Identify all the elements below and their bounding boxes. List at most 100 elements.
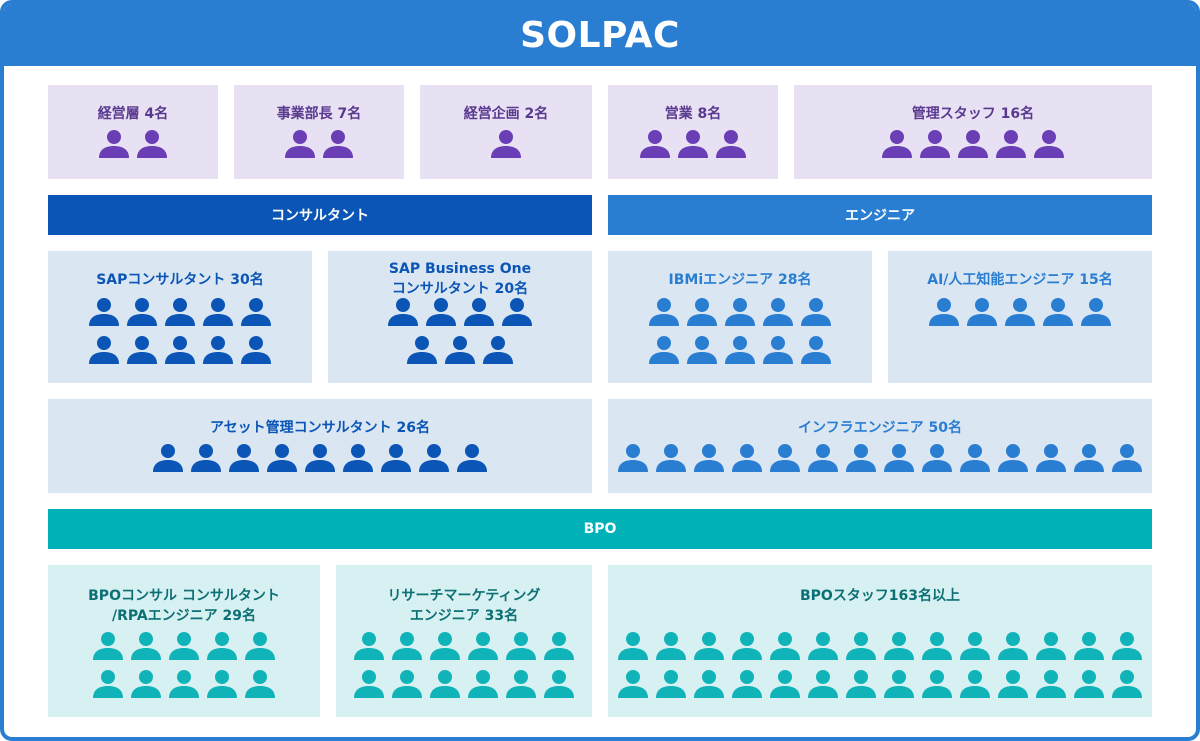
person-icon (636, 127, 674, 165)
person-icon (388, 629, 426, 667)
consultant-section-bar: コンサルタント (48, 195, 592, 235)
person-icon (187, 441, 225, 479)
bpo-box-consultant-rpa: BPOコンサル コンサルタント /RPAエンジニア 29名 (48, 565, 320, 717)
person-icon (652, 667, 690, 705)
person-icon (388, 667, 426, 705)
person-icon (384, 295, 422, 333)
person-icon (766, 667, 804, 705)
person-icon-row (95, 127, 171, 165)
person-icon (766, 441, 804, 479)
engineer-box-ai: AI/人工知能エンジニア 15名 (888, 251, 1152, 383)
person-icon (339, 441, 377, 479)
person-icon (963, 295, 1001, 333)
person-icon-row (350, 667, 578, 705)
person-icon-row (149, 441, 491, 479)
bpo-section-bar: BPO (48, 509, 1152, 549)
person-icon (956, 629, 994, 667)
box-label: SAPコンサルタント 30名 (96, 272, 264, 288)
person-icon (721, 333, 759, 371)
person-icon (464, 667, 502, 705)
person-icon (199, 333, 237, 371)
person-icon (683, 295, 721, 333)
person-icon (683, 333, 721, 371)
person-icon (479, 333, 517, 371)
person-icon (161, 295, 199, 333)
person-icon (350, 629, 388, 667)
person-icon-row (384, 295, 536, 333)
person-icon (540, 667, 578, 705)
person-icon-row (403, 333, 517, 371)
person-icon (728, 629, 766, 667)
box-label: BPOコンサル コンサルタント /RPAエンジニア 29名 (88, 588, 280, 624)
person-icon (85, 295, 123, 333)
box-label: アセット管理コンサルタント 26名 (209, 420, 431, 436)
person-icon (614, 629, 652, 667)
person-icon (994, 441, 1032, 479)
person-icon (263, 441, 301, 479)
person-icon (842, 667, 880, 705)
person-icon (712, 127, 750, 165)
person-icon (1032, 441, 1070, 479)
person-icons (328, 295, 592, 371)
person-icon (925, 295, 963, 333)
box-label: 経営企画 2名 (463, 106, 549, 122)
box-label: 事業部長 7名 (276, 106, 362, 122)
person-icon (422, 295, 460, 333)
person-icon (994, 629, 1032, 667)
person-icon (225, 441, 263, 479)
person-icon (161, 333, 199, 371)
person-icon (123, 295, 161, 333)
person-icon (690, 629, 728, 667)
person-icon-row (85, 333, 275, 371)
person-icons (336, 629, 592, 705)
management-box-admin-staff: 管理スタッフ 16名 (794, 85, 1152, 179)
person-icon (797, 333, 835, 371)
person-icon (842, 441, 880, 479)
management-box-planning: 経営企画 2名 (420, 85, 592, 179)
person-icon (614, 667, 652, 705)
person-icon (85, 333, 123, 371)
person-icon (759, 333, 797, 371)
company-title: SOLPAC (4, 4, 1196, 66)
person-icon (804, 667, 842, 705)
person-icon (759, 295, 797, 333)
person-icon (880, 441, 918, 479)
person-icon (956, 441, 994, 479)
person-icon (842, 629, 880, 667)
person-icon (426, 629, 464, 667)
person-icon (804, 629, 842, 667)
person-icon (241, 629, 279, 667)
person-icon (301, 441, 339, 479)
person-icons (234, 127, 404, 165)
person-icon (377, 441, 415, 479)
engineer-box-ibmi: IBMiエンジニア 28名 (608, 251, 872, 383)
person-icon-row (350, 629, 578, 667)
person-icon (690, 667, 728, 705)
person-icon (502, 667, 540, 705)
person-icon (464, 629, 502, 667)
box-label: IBMiエンジニア 28名 (668, 272, 812, 288)
person-icon (281, 127, 319, 165)
bpo-box-staff: BPOスタッフ163名以上 (608, 565, 1152, 717)
person-icon (1032, 629, 1070, 667)
person-icons (608, 629, 1152, 705)
person-icon (804, 441, 842, 479)
person-icon (1108, 441, 1146, 479)
person-icon (165, 667, 203, 705)
consultant-box-asset-management: アセット管理コンサルタント 26名 (48, 399, 592, 493)
person-icon (319, 127, 357, 165)
consultant-box-sap: SAPコンサルタント 30名 (48, 251, 312, 383)
person-icon (880, 667, 918, 705)
person-icon-row (645, 333, 835, 371)
person-icon (992, 127, 1030, 165)
person-icon (1001, 295, 1039, 333)
management-box-executives: 経営層 4名 (48, 85, 218, 179)
person-icons (48, 295, 312, 371)
person-icon (645, 295, 683, 333)
person-icon (1039, 295, 1077, 333)
person-icon (880, 629, 918, 667)
person-icons (794, 127, 1152, 165)
person-icon (878, 127, 916, 165)
person-icon (241, 667, 279, 705)
person-icon (1108, 667, 1146, 705)
